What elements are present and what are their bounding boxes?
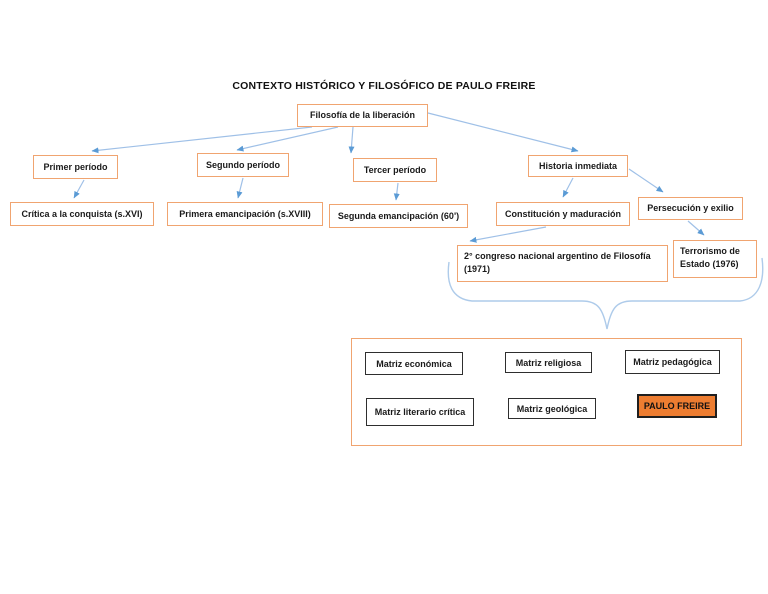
node-primer-periodo: Primer período xyxy=(33,155,118,179)
node-primera-emancipacion: Primera emancipación (s.XVIII) xyxy=(167,202,323,226)
node-critica-conquista: Crítica a la conquista (s.XVI) xyxy=(10,202,154,226)
node-historia-inmediata: Historia inmediata xyxy=(528,155,628,177)
node-congreso-filosofia-1971: 2° congreso nacional argentino de Filoso… xyxy=(457,245,668,282)
node-terrorismo-estado-1976: Terrorismo de Estado (1976) xyxy=(673,240,757,278)
node-segundo-periodo: Segundo período xyxy=(197,153,289,177)
box-matriz-geologica: Matriz geológica xyxy=(508,398,596,419)
box-matriz-religiosa: Matriz religiosa xyxy=(505,352,592,373)
box-matriz-economica: Matriz económica xyxy=(365,352,463,375)
node-persecucion-exilio: Persecución y exilio xyxy=(638,197,743,220)
box-matriz-literario-critica: Matriz literario crítica xyxy=(366,398,474,426)
node-segunda-emancipacion: Segunda emancipación (60') xyxy=(329,204,468,228)
node-constitucion-maduracion: Constitución y maduración xyxy=(496,202,630,226)
brace-shape xyxy=(447,257,764,330)
page-title: CONTEXTO HISTÓRICO Y FILOSÓFICO DE PAULO… xyxy=(232,80,536,92)
box-paulo-freire-highlight: PAULO FREIRE xyxy=(637,394,717,418)
box-matriz-pedagogica: Matriz pedagógica xyxy=(625,350,720,374)
node-tercer-periodo: Tercer período xyxy=(353,158,437,182)
node-filosofia-liberacion: Filosofía de la liberación xyxy=(297,104,428,127)
